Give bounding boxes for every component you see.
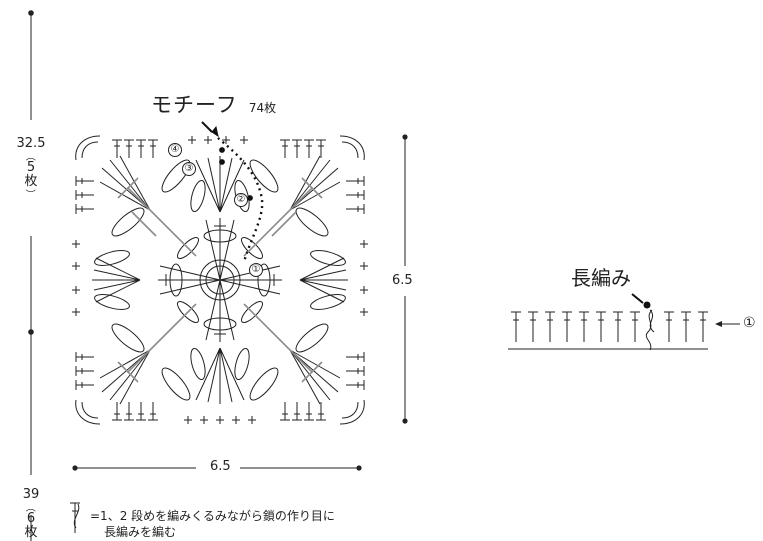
motif-title-block: モチーフ 74枚 xyxy=(151,89,276,119)
center-radial-stitches xyxy=(158,218,282,342)
center-ring-inner xyxy=(205,265,235,295)
motif-title: モチーフ xyxy=(151,93,238,117)
center-ring xyxy=(199,259,241,301)
left-dimension-upper: 32.5 （ 5 枚 ） xyxy=(8,136,54,200)
chain-petals xyxy=(94,159,346,401)
dotted-work-line xyxy=(217,137,264,263)
corner-chain-loops xyxy=(75,135,365,425)
crochet-motif-chart xyxy=(72,135,368,425)
bottom-edge-stitches xyxy=(112,402,326,424)
sample-start-marker xyxy=(631,293,651,309)
stitch-sample-trebles xyxy=(511,311,708,342)
stitch-sample-chart xyxy=(508,309,740,351)
left-dimension-lower: 39 （ 6 枚 xyxy=(8,488,54,540)
left-edge-stitches xyxy=(72,176,94,390)
legend-line-1: =1、2 段めを編みくるみながら鎖の作り目に xyxy=(90,509,335,523)
round-number-circles xyxy=(168,143,263,277)
left-dimension-lower-value: 39 xyxy=(22,487,40,502)
left-dimension-upper-value: 32.5 xyxy=(16,136,46,151)
stitch-sample-twisted-stitch xyxy=(645,309,653,351)
round-marker-2: ② xyxy=(236,194,246,205)
round-marker-3: ③ xyxy=(184,163,194,174)
top-edge-stitches xyxy=(112,136,326,158)
legend-symbol xyxy=(70,502,80,533)
round-marker-4: ④ xyxy=(170,144,180,155)
motif-height-label: 6.5 xyxy=(392,273,413,288)
motif-count: 74枚 xyxy=(248,101,277,115)
round-marker-1: ① xyxy=(251,264,261,275)
legend-line-2: 長編みを編む xyxy=(104,525,177,539)
legend-note: =1、2 段めを編みくるみながら鎖の作り目に 長編みを編む xyxy=(90,508,335,540)
motif-width-label: 6.5 xyxy=(207,459,234,474)
start-marker xyxy=(201,121,253,201)
right-edge-stitches xyxy=(346,176,368,390)
dimension-dot-top xyxy=(28,10,34,16)
gray-diagonal-chains xyxy=(117,177,323,383)
stitch-sample-marker: ① xyxy=(743,315,756,331)
stitch-sample-title: 長編み xyxy=(571,266,631,290)
dimension-dot-middle xyxy=(28,329,34,335)
